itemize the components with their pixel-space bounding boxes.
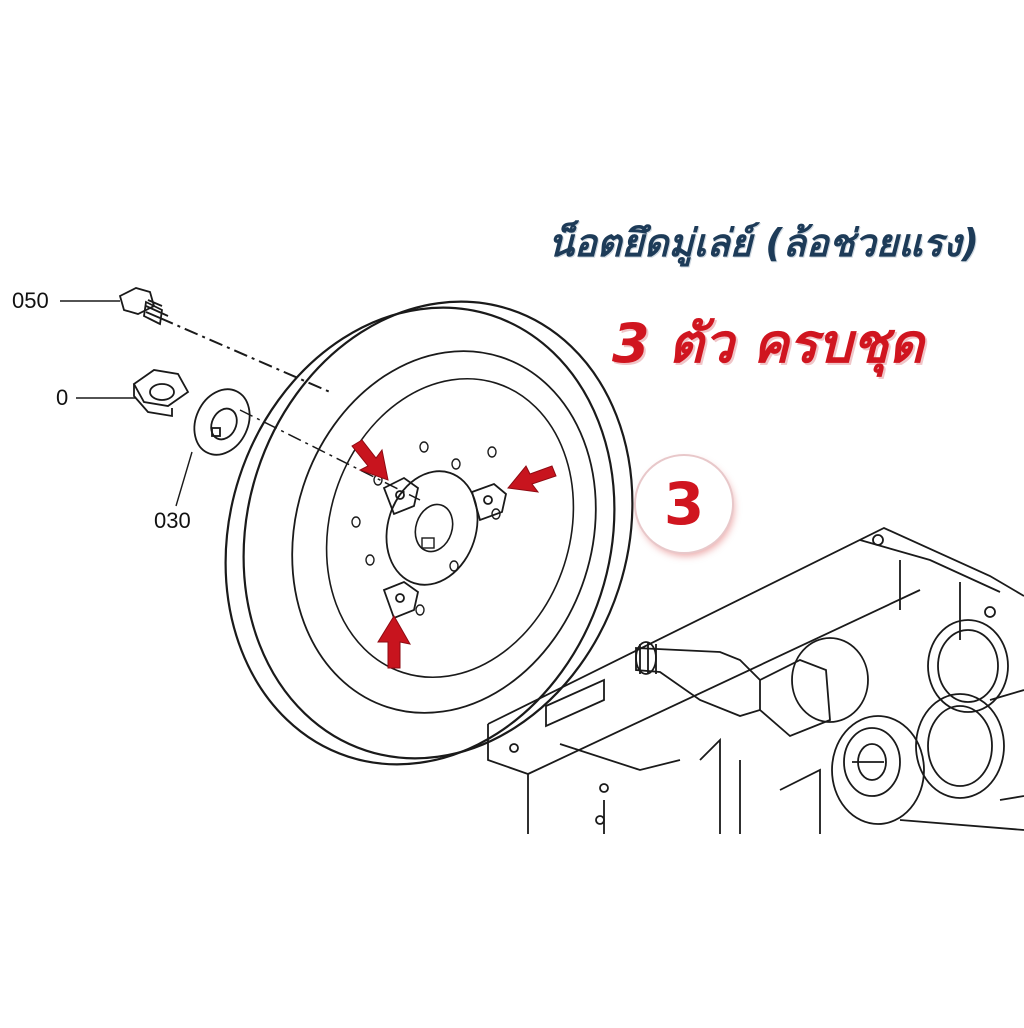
badge-number: 3 [663,470,705,538]
arrow-icon [351,439,389,481]
number-badge: 3 [636,456,732,552]
nut-part [132,369,190,418]
heading-line1: น็อตยึดมู่เล่ย์ (ล้อช่วยแรง) [548,221,979,265]
red-arrows [351,439,557,669]
transmission-housing [487,527,1024,834]
callout-bolt: 050 [12,288,49,313]
heading-line2: 3 ตัว ครบชุด [612,312,924,375]
callout-nut: 0 [56,385,69,410]
assembly-centerline [159,317,331,393]
arrow-icon [507,465,557,493]
arrow-icon [377,615,411,669]
flywheel [224,300,634,766]
callout-washer: 030 [154,508,191,533]
bolt-part [118,287,169,326]
lock-tabs [382,476,507,620]
washer-part [193,388,251,456]
